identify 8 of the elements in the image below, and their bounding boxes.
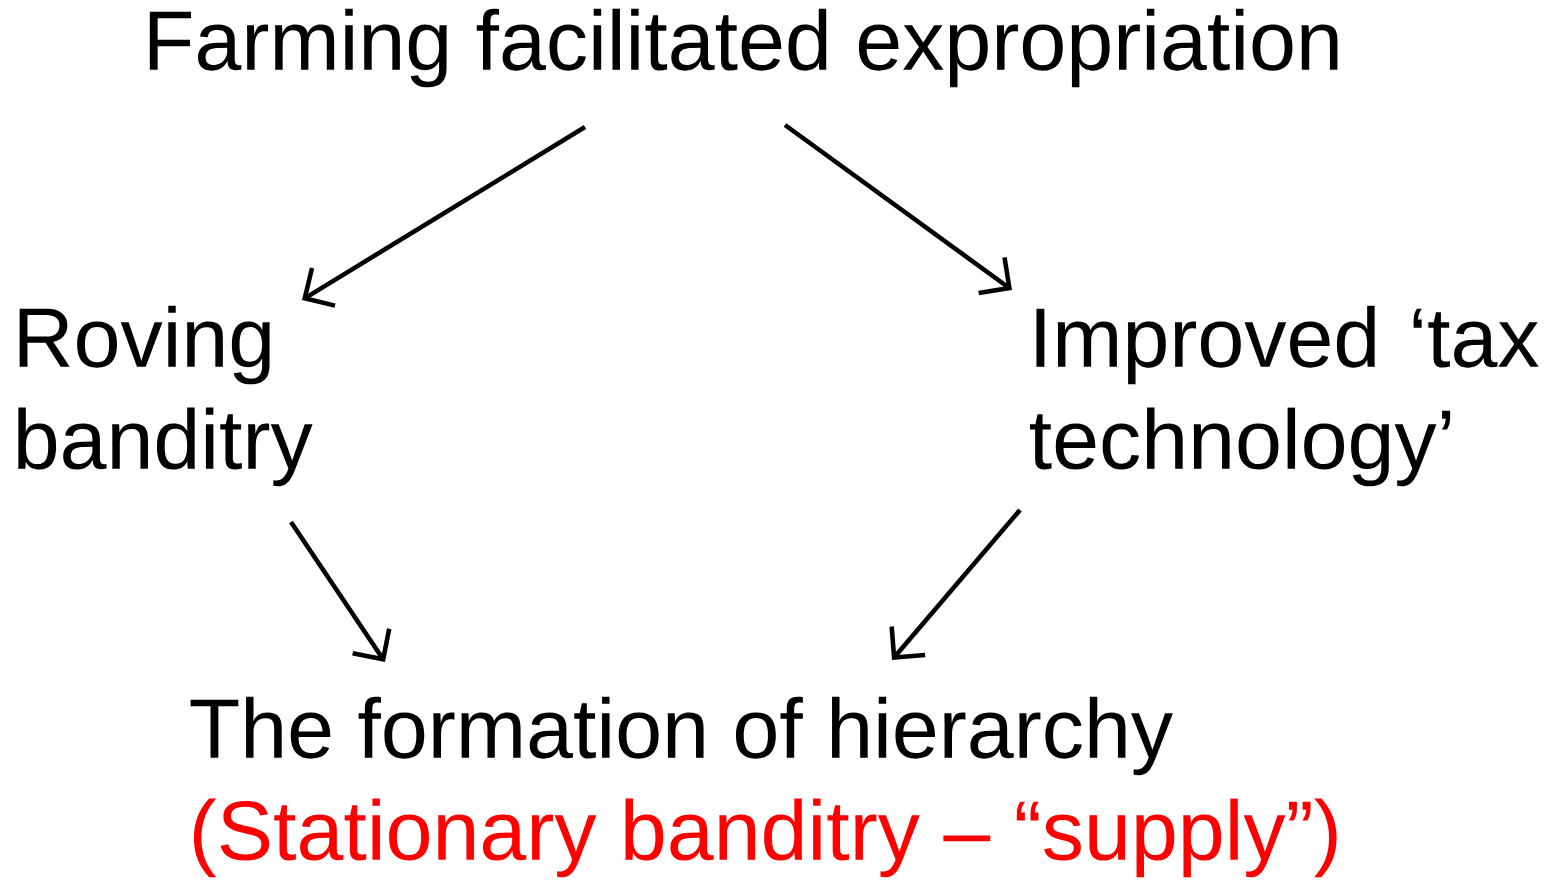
concept-text: Roving banditry: [18, 305, 313, 487]
concept-text: Improved ‘tax technology’: [1029, 305, 1539, 487]
arrow: [889, 508, 1022, 660]
arrow: [783, 123, 1012, 296]
arrow: [289, 520, 392, 662]
concept-text: Farming facilitated expropriation: [149, 8, 1338, 88]
concept-text: The formation of hierarchy (Stationary banditry – “supply”): [190, 696, 1337, 878]
arrow: [302, 125, 587, 308]
